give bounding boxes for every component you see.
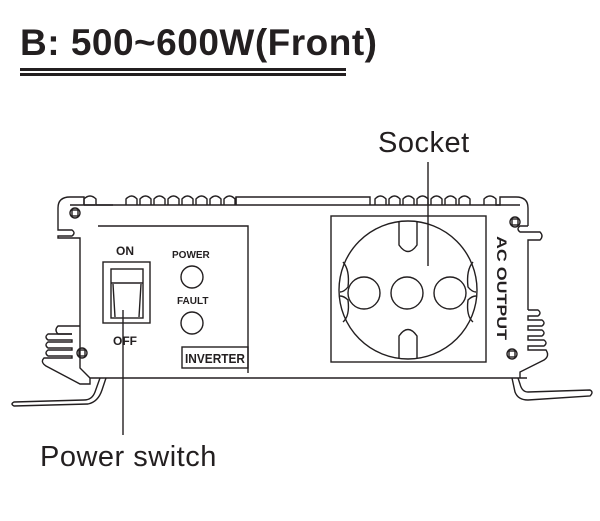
power-switch-callout-label: Power switch: [40, 441, 217, 473]
diagram-title: B: 500~600W(Front): [20, 22, 378, 63]
title-underline-bottom: [20, 73, 346, 76]
screw-bottom-left-icon: [76, 347, 88, 359]
socket-callout-label: Socket: [378, 127, 470, 159]
inverter-brand-label: INVERTER: [185, 351, 246, 366]
ac-output-label: AC OUTPUT: [494, 236, 510, 341]
power-led-label: POWER: [172, 250, 211, 261]
power-switch[interactable]: [102, 261, 151, 324]
ac-socket[interactable]: [330, 215, 487, 363]
switch-on-label: ON: [116, 244, 134, 258]
switch-off-label: OFF: [113, 334, 137, 348]
inverter-brand-box: [181, 346, 249, 369]
title-underline-top: [20, 68, 346, 71]
screw-bottom-right-icon: [506, 348, 518, 360]
fault-led-label: FAULT: [177, 296, 208, 307]
screw-top-right-icon: [509, 216, 521, 228]
power-led-icon: [180, 265, 204, 289]
fault-led-icon: [180, 311, 204, 335]
housing-outline: [11, 195, 593, 407]
control-panel: [98, 225, 249, 373]
screw-top-left-icon: [69, 207, 81, 219]
